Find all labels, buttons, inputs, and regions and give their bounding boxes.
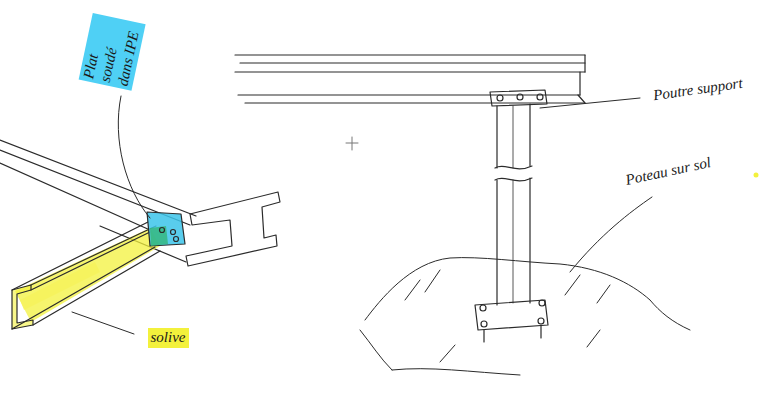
- support-beam: [235, 55, 585, 103]
- leader-line: [570, 197, 652, 272]
- welded-plate: [147, 212, 185, 246]
- column: [517, 94, 523, 100]
- ipe-beam: [186, 192, 280, 266]
- cursor-mark: [346, 137, 358, 150]
- column: [484, 325, 541, 342]
- leader-line: [118, 96, 150, 218]
- leader-line: [72, 312, 134, 334]
- joist-channel: [15, 228, 160, 322]
- plate-note: Plat soudé dans IPE: [79, 13, 146, 91]
- support-beam: [238, 94, 580, 95]
- support-beam: [235, 54, 585, 55]
- joist-channel: [33, 251, 160, 325]
- welded-plate: [147, 212, 185, 246]
- joist-channel: [31, 232, 150, 290]
- ground: [650, 300, 690, 330]
- ground: [392, 369, 520, 375]
- highlight-dot: [754, 173, 759, 178]
- leader-line: [72, 96, 652, 334]
- column: [475, 90, 548, 342]
- column: [475, 300, 548, 330]
- leader-line: [540, 98, 640, 108]
- column: [497, 178, 530, 305]
- column: [537, 94, 543, 100]
- column: [495, 178, 532, 181]
- ground: [360, 330, 392, 370]
- ipe-beam: [0, 163, 150, 230]
- column: [497, 95, 503, 101]
- joist-channel: [12, 222, 160, 329]
- joist-channel: [31, 226, 156, 285]
- support-beam: [245, 102, 585, 103]
- support-beam: [235, 71, 585, 72]
- welded-plate: [174, 237, 179, 242]
- support-beam: [578, 55, 585, 103]
- column: [480, 305, 486, 311]
- ground: [405, 270, 610, 362]
- ground: [360, 258, 690, 375]
- welded-plate: [150, 226, 168, 246]
- ipe-beam: [0, 140, 196, 216]
- column: [538, 318, 544, 324]
- joist-channel: [12, 222, 148, 290]
- column: [481, 321, 487, 327]
- cursor-mark: [346, 137, 358, 150]
- column: [497, 104, 530, 168]
- column-label: Poteau sur sol: [621, 153, 716, 191]
- support-beam: [240, 62, 585, 63]
- column: [513, 106, 514, 303]
- joist-label: solive: [148, 328, 189, 347]
- column: [495, 166, 532, 169]
- welded-plate: [171, 230, 176, 235]
- beam-label: Poutre support: [649, 74, 747, 106]
- joist-channel: [12, 247, 155, 329]
- welded-plate: [160, 228, 165, 233]
- column: [539, 300, 545, 306]
- column: [490, 90, 547, 106]
